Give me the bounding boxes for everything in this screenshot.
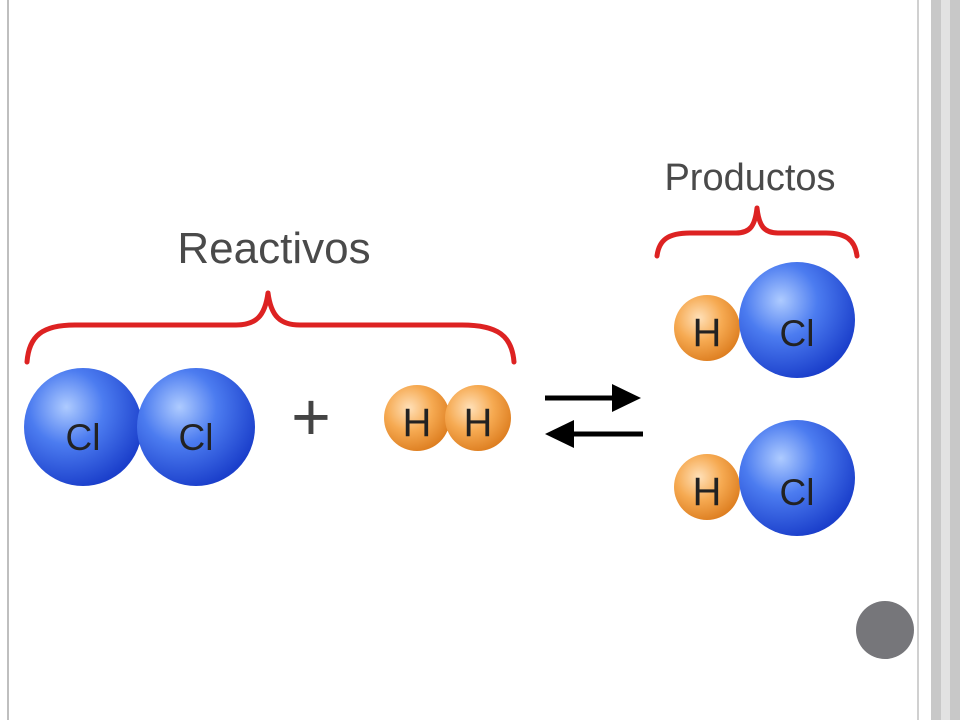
reactants-brace	[24, 290, 517, 365]
hydrogen-symbol: H	[464, 401, 493, 445]
hydrogen-atom	[674, 295, 740, 361]
products-label: Productos	[664, 157, 835, 199]
chlorine-symbol: Cl	[66, 417, 101, 458]
chlorine-symbol: Cl	[780, 472, 815, 513]
products-brace	[654, 205, 860, 259]
hydrogen-symbol: H	[693, 470, 722, 514]
chlorine-symbol: Cl	[179, 417, 214, 458]
slide-right-border	[917, 0, 960, 720]
hydrogen-atom	[674, 454, 740, 520]
chlorine-symbol: Cl	[780, 313, 815, 354]
hydrogen-symbol: H	[403, 401, 432, 445]
hcl-molecule: H Cl	[674, 262, 855, 378]
slide-left-border	[0, 0, 12, 720]
equilibrium-arrows-icon	[545, 384, 643, 448]
hydrogen-symbol: H	[693, 311, 722, 355]
chlorine-atom	[739, 262, 855, 378]
hydrogen-atom	[384, 385, 450, 451]
chlorine-atom	[137, 368, 255, 486]
hcl-molecule: H Cl	[674, 420, 855, 536]
hydrogen-atom	[445, 385, 511, 451]
reactants-label: Reactivos	[177, 224, 370, 273]
cl2-molecule: Cl Cl	[24, 368, 255, 486]
slide-nav-dot[interactable]	[856, 601, 914, 659]
chlorine-atom	[24, 368, 142, 486]
h2-molecule: H H	[384, 385, 511, 451]
plus-sign: +	[291, 379, 331, 455]
chlorine-atom	[739, 420, 855, 536]
